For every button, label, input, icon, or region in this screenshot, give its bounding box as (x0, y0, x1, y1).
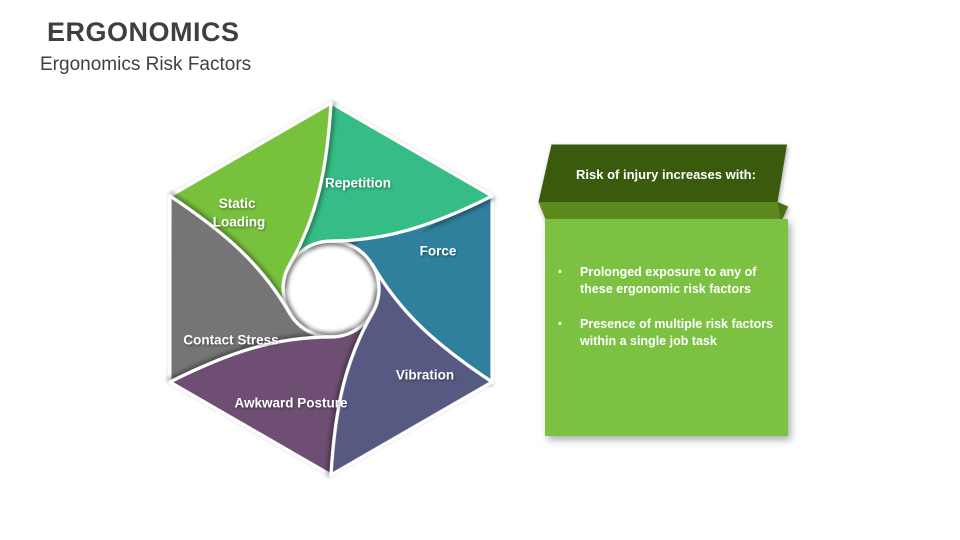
ribbon-fold-strip (538, 202, 788, 223)
risk-panel-body: • Prolonged exposure to any of these erg… (545, 219, 788, 436)
ribbon-fold-notch (777, 202, 788, 222)
bullet-text-line: Presence of multiple risk factors (580, 317, 774, 331)
label-vibration: Vibration (396, 368, 454, 383)
bullet-text: Prolonged exposure to any of these ergon… (580, 264, 756, 297)
label-awkward-posture: Awkward Posture (234, 396, 348, 411)
label-static-loading-line2: Loading (213, 214, 266, 229)
bullet-text: Presence of multiple risk factors within… (580, 316, 773, 349)
ribbon-header-band (538, 144, 787, 202)
bullet-text-line: within a single job task (580, 333, 717, 348)
slide-subtitle: Ergonomics Risk Factors (40, 54, 252, 75)
slide-title: ERGONOMICS (47, 17, 240, 47)
risk-panel-ribbon: Risk of injury increases with: (538, 144, 788, 223)
label-contact-stress: Contact Stress (183, 333, 278, 348)
label-force: Force (420, 244, 457, 259)
bullet-text-line: these ergonomic risk factors (580, 281, 751, 296)
label-repetition: Repetition (325, 176, 391, 191)
bullet-dot: • (558, 318, 562, 330)
bullet-item: • Prolonged exposure to any of these erg… (558, 264, 774, 297)
label-static-loading: Static Loading (213, 196, 266, 230)
bullet-dot: • (558, 266, 562, 278)
risk-panel-title: Risk of injury increases with: (576, 167, 756, 182)
ergonomics-hexagon-diagram: Repetition Force Vibration Awkward Postu… (133, 93, 529, 489)
label-static-loading-line1: Static (219, 196, 256, 211)
bullet-text-line: Prolonged exposure to any of (580, 265, 757, 279)
bullet-item: • Presence of multiple risk factors with… (558, 316, 774, 349)
